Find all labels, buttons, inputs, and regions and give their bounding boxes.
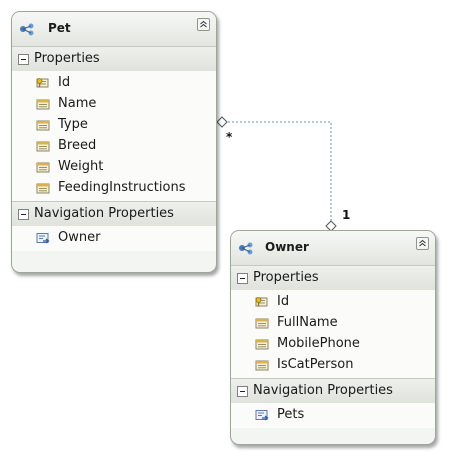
section-label: Properties [34, 51, 100, 66]
property-icon [255, 318, 269, 329]
navigation-property-icon [255, 410, 269, 421]
owner-entity-header[interactable]: Owner [231, 231, 435, 265]
property-icon [36, 120, 50, 131]
navigation-property-icon [36, 233, 50, 244]
double-chevron-up-icon [200, 20, 207, 28]
collapse-entity-button[interactable] [416, 237, 429, 250]
property-name: Breed [58, 138, 97, 153]
property-icon [255, 339, 269, 350]
pet-end-diamond [216, 116, 228, 128]
property-item[interactable]: Type [12, 115, 216, 136]
section-label: Navigation Properties [34, 206, 174, 221]
collapse-section-toggle[interactable] [237, 273, 248, 284]
collapse-entity-button[interactable] [197, 18, 210, 31]
collapse-section-toggle[interactable] [18, 54, 29, 65]
owner-end-multiplicity: 1 [342, 208, 351, 222]
pet-end-multiplicity: * [226, 130, 233, 144]
property-icon [255, 360, 269, 371]
property-item[interactable]: Id [231, 292, 435, 313]
navigation-properties-section-header[interactable]: Navigation Properties [12, 201, 216, 226]
property-item[interactable]: Id [12, 73, 216, 94]
entity-title: Pet [48, 21, 71, 35]
property-name: Weight [58, 159, 104, 174]
property-item[interactable]: MobilePhone [231, 334, 435, 355]
property-item[interactable]: Breed [12, 136, 216, 157]
properties-section-header[interactable]: Properties [231, 265, 435, 290]
pet-entity[interactable]: Pet Properties Id N [11, 11, 217, 273]
property-name: Type [58, 117, 88, 132]
navigation-property-name: Owner [58, 230, 101, 245]
double-chevron-up-icon [419, 239, 426, 247]
property-name: Id [277, 294, 290, 309]
collapse-section-toggle[interactable] [237, 386, 248, 397]
navigation-property-item[interactable]: Owner [12, 228, 216, 249]
key-property-icon [36, 78, 49, 88]
navigation-properties-list: Pets [231, 403, 435, 428]
association-line[interactable] [228, 121, 332, 225]
collapse-section-toggle[interactable] [18, 209, 29, 220]
entity-type-icon [20, 23, 34, 36]
owner-entity[interactable]: Owner Properties Id [230, 230, 436, 445]
property-name: MobilePhone [277, 336, 360, 351]
property-icon [36, 141, 50, 152]
navigation-properties-list: Owner [12, 226, 216, 251]
navigation-property-name: Pets [277, 407, 305, 422]
property-icon [36, 99, 50, 110]
properties-section-header[interactable]: Properties [12, 46, 216, 71]
property-item[interactable]: IsCatPerson [231, 355, 435, 376]
properties-list: Id FullName MobilePhone IsCat [231, 290, 435, 378]
section-label: Navigation Properties [253, 383, 393, 398]
property-item[interactable]: FeedingInstructions [12, 178, 216, 199]
property-item[interactable]: FullName [231, 313, 435, 334]
key-property-icon [255, 297, 268, 307]
entity-title: Owner [265, 240, 309, 254]
navigation-property-item[interactable]: Pets [231, 405, 435, 426]
property-name: Id [58, 75, 71, 90]
pet-entity-header[interactable]: Pet [12, 12, 216, 46]
property-name: IsCatPerson [277, 357, 354, 372]
properties-list: Id Name Type Breed [12, 71, 216, 201]
property-name: Name [58, 96, 97, 111]
property-icon [36, 183, 50, 194]
property-item[interactable]: Weight [12, 157, 216, 178]
property-icon [36, 162, 50, 173]
property-item[interactable]: Name [12, 94, 216, 115]
property-name: FullName [277, 315, 338, 330]
navigation-properties-section-header[interactable]: Navigation Properties [231, 378, 435, 403]
property-name: FeedingInstructions [58, 180, 186, 195]
entity-type-icon [239, 242, 253, 255]
section-label: Properties [253, 270, 319, 285]
